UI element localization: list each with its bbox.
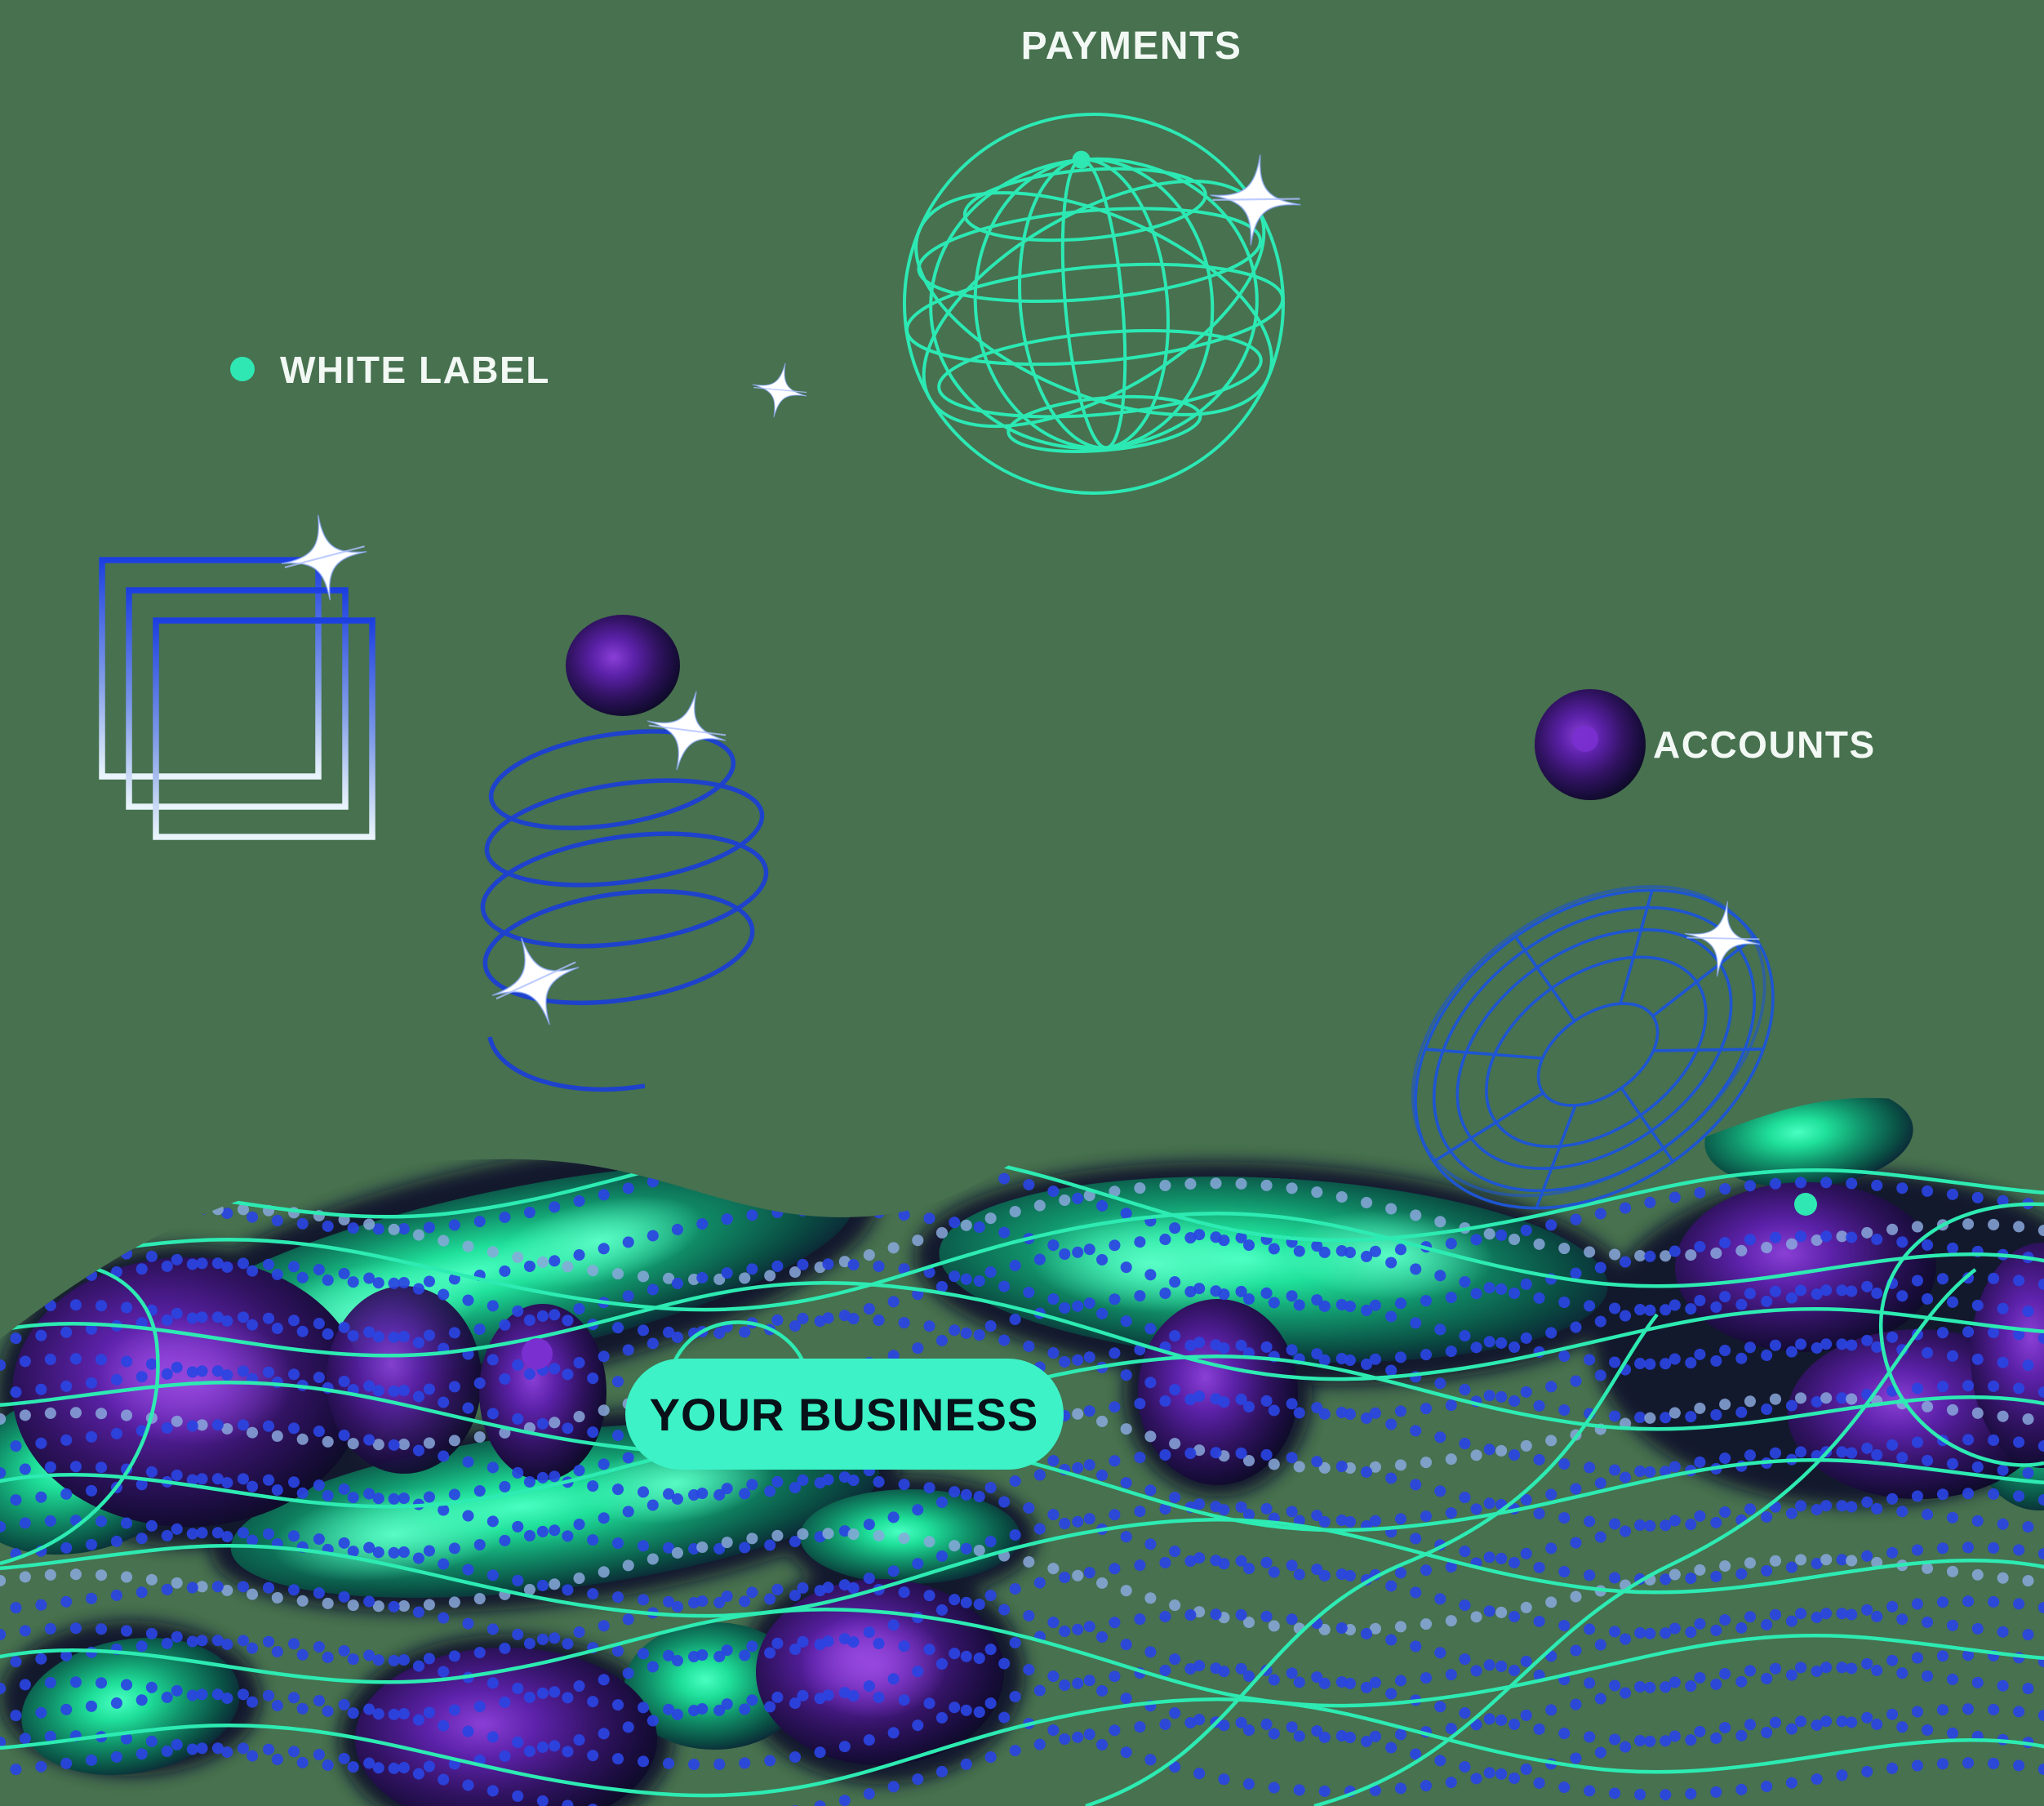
globe-pole-dot-icon xyxy=(1072,150,1091,169)
accounts-label: ACCOUNTS xyxy=(1653,723,1876,766)
nested-squares-icon xyxy=(99,557,375,840)
white-label-label: WHITE LABEL xyxy=(280,349,550,391)
accounts-terrain-node-dot-icon xyxy=(1794,1193,1817,1216)
accounts-orb-core-icon xyxy=(1572,726,1598,752)
white-label-node-dot-icon xyxy=(230,357,255,381)
purple-orb-icon xyxy=(566,615,680,716)
payments-label: PAYMENTS xyxy=(1021,24,1242,68)
four-point-sparkle-icon xyxy=(745,356,814,425)
your-business-pill[interactable]: YOUR BUSINESS xyxy=(625,1359,1064,1470)
wire-spiral-icon xyxy=(480,615,769,1092)
wireframe-torus-icon xyxy=(1411,885,1775,1210)
your-business-label: YOUR BUSINESS xyxy=(650,1389,1039,1440)
pin-lines xyxy=(34,171,2035,1806)
purple-node-dot-icon xyxy=(522,1338,553,1369)
terrain-landscape xyxy=(0,1097,2044,1806)
wireframe-globe-icon xyxy=(903,113,1285,495)
